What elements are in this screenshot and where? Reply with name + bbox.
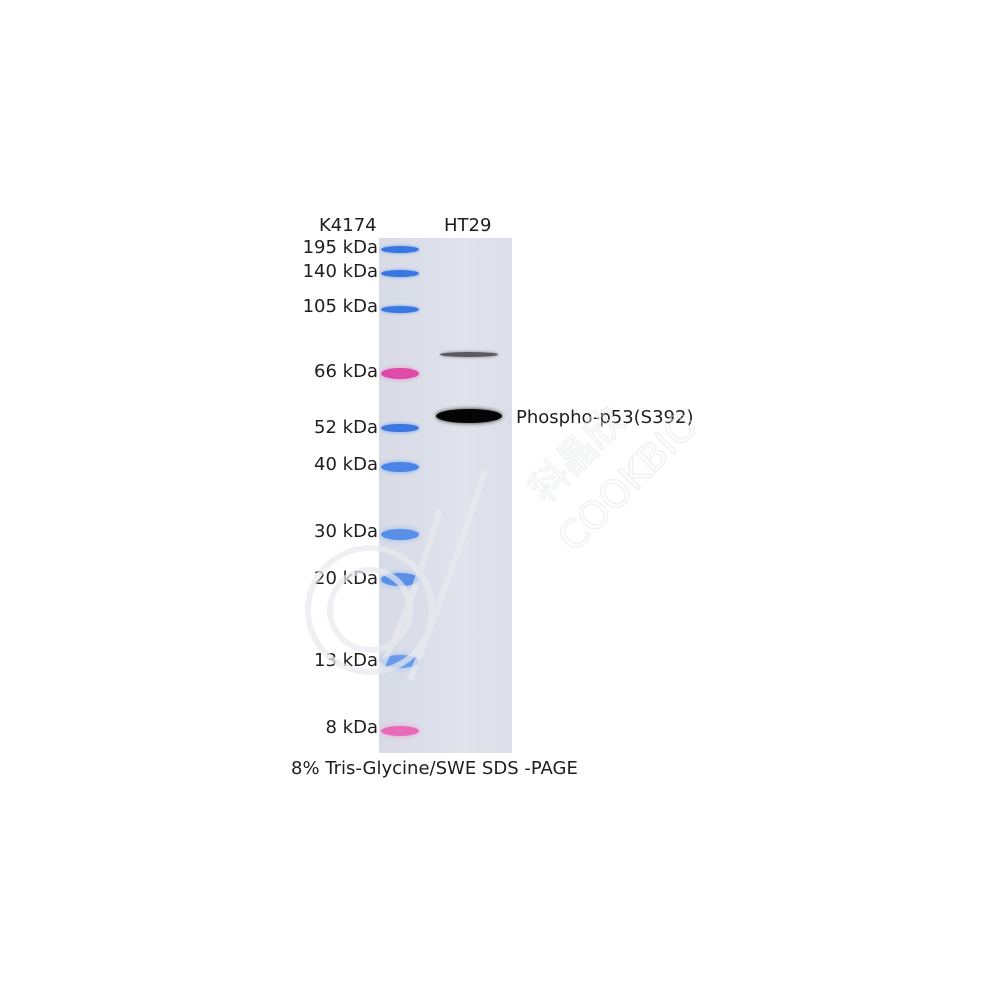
gel-image <box>379 238 512 753</box>
ladder-band-66 <box>381 368 419 379</box>
band-annotation: Phospho-p53(S392) <box>516 407 694 428</box>
ladder-band-8 <box>381 726 419 736</box>
marker-label-40: 40 kDa <box>314 454 378 475</box>
marker-label-13: 13 kDa <box>314 650 378 671</box>
gel-caption: 8% Tris-Glycine/SWE SDS -PAGE <box>291 758 578 779</box>
ladder-band-40 <box>381 462 419 472</box>
ladder-band-20 <box>381 573 419 586</box>
sample-lane-label: HT29 <box>444 215 492 236</box>
ladder-band-140 <box>381 270 419 277</box>
ladder-band-52 <box>381 424 419 432</box>
ladder-band-105 <box>381 306 419 313</box>
marker-label-140: 140 kDa <box>302 261 378 282</box>
ladder-band-13 <box>381 655 419 668</box>
sample-band-upper <box>440 352 498 357</box>
marker-label-30: 30 kDa <box>314 521 378 542</box>
ladder-lane-label: K4174 <box>319 215 377 236</box>
ladder-band-195 <box>381 246 419 253</box>
marker-label-20: 20 kDa <box>314 568 378 589</box>
marker-label-105: 105 kDa <box>302 296 378 317</box>
ladder-band-30 <box>381 529 419 540</box>
sample-band-main <box>436 409 502 423</box>
marker-label-195: 195 kDa <box>302 237 378 258</box>
marker-label-8: 8 kDa <box>325 717 379 738</box>
marker-label-52: 52 kDa <box>314 417 378 438</box>
marker-label-66: 66 kDa <box>314 361 378 382</box>
